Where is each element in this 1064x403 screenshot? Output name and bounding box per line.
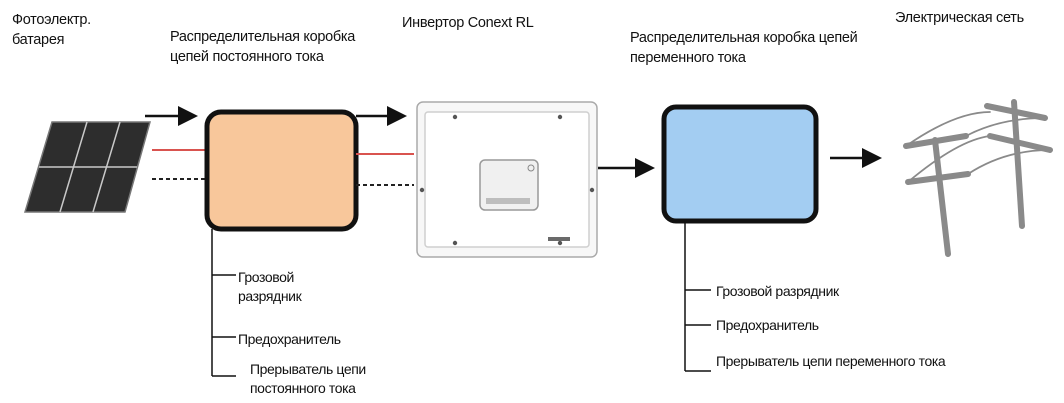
ac-distribution-box — [661, 104, 819, 224]
dc-components-tree — [211, 229, 236, 377]
dc-box-label: Распределительная коробка цепей постоянн… — [170, 29, 356, 65]
ac-component-fuse: Предохранитель — [716, 317, 819, 333]
solar-panel-icon — [23, 121, 151, 213]
dc-component-surge-arrester: Грозовой разрядник — [238, 269, 302, 304]
ac-components-tree — [684, 221, 711, 372]
pv-array-label: Фотоэлектр. батарея — [12, 12, 91, 48]
ac-component-breaker: Прерыватель цепи переменного тока — [716, 353, 946, 369]
dc-component-fuse: Предохранитель — [238, 331, 341, 347]
ac-box-label: Распределительная коробка цепей переменн… — [630, 30, 858, 66]
grid-label: Электрическая сеть — [895, 10, 1024, 26]
inverter-label: Инвертор Conext RL — [402, 15, 534, 31]
dc-distribution-box — [204, 109, 359, 232]
inverter-device-icon — [416, 101, 598, 258]
ac-component-surge-arrester: Грозовой разрядник — [716, 283, 839, 299]
power-pole-icon — [903, 99, 1053, 257]
dc-component-breaker: Прерыватель цепи постоянного тока — [250, 361, 366, 396]
